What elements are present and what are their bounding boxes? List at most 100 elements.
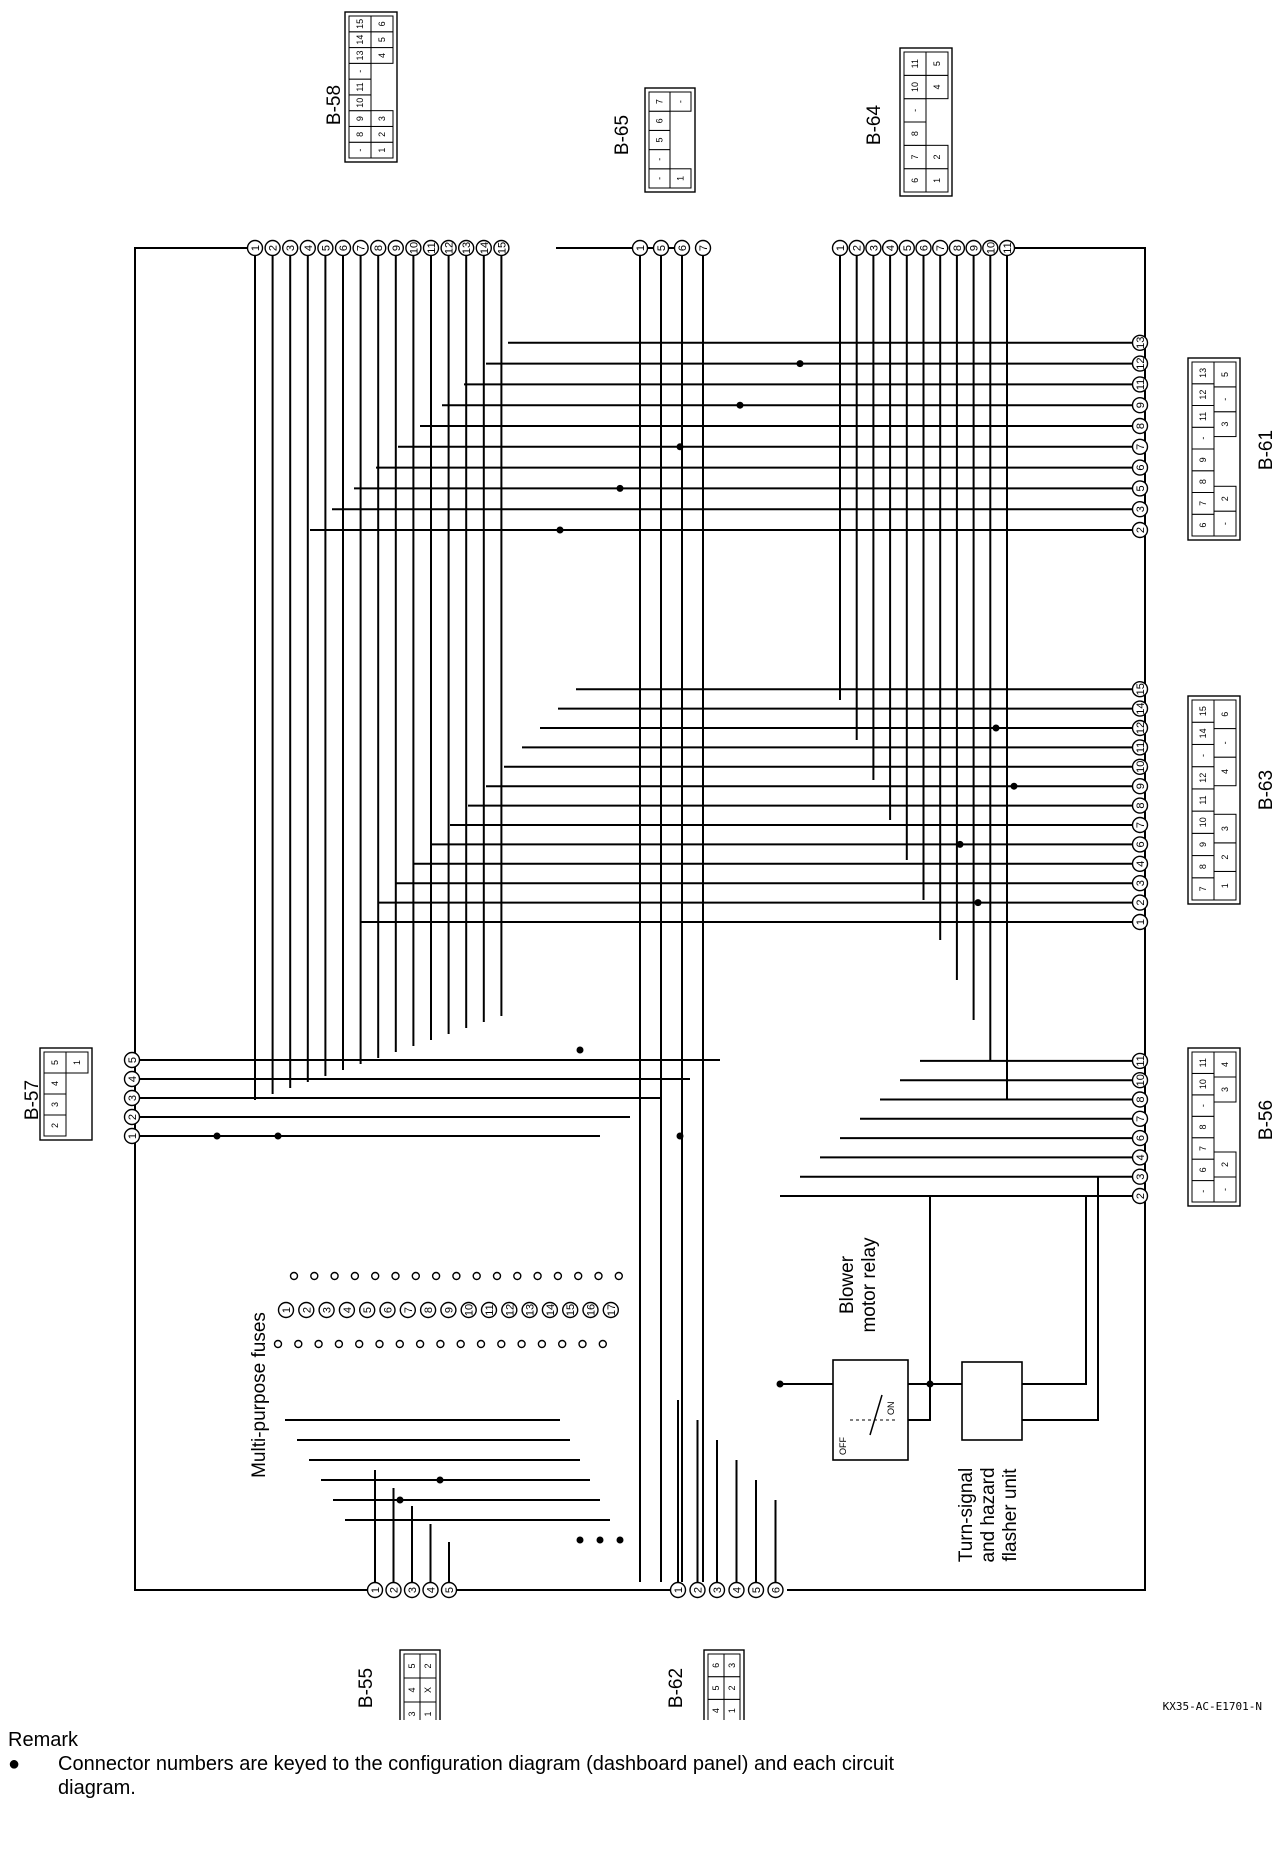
pinout-cell: 6 — [377, 21, 387, 26]
connector-pin: 5 — [123, 1051, 141, 1069]
fuse-number: 15 — [565, 1304, 577, 1316]
pin-number: 7 — [698, 245, 710, 251]
fuse: 4 — [334, 1271, 360, 1349]
pin-number: 2 — [1135, 900, 1147, 906]
fuse: 13 — [517, 1271, 542, 1349]
flasher-label-1: Turn-signal — [956, 1468, 977, 1562]
fuse: 1 — [273, 1271, 299, 1349]
pin-number: 1 — [127, 1133, 139, 1139]
fuse-number: 13 — [525, 1304, 537, 1316]
pinout-cell: 10 — [910, 82, 920, 92]
pin-number: 1 — [370, 1587, 382, 1593]
connector-label: B-61 — [1256, 430, 1277, 470]
pin-number: 9 — [969, 245, 981, 251]
pinout-cell: - — [1198, 1104, 1208, 1107]
flasher-label-2: and hazard — [978, 1467, 999, 1562]
connector-pin: 2 — [1131, 894, 1149, 911]
fuse-number: 12 — [504, 1304, 516, 1316]
fuse-number: 2 — [301, 1307, 313, 1313]
pinout-cell: 8 — [910, 131, 920, 136]
pinout-cell: 10 — [1198, 1079, 1208, 1089]
pinout-cell: 12 — [1198, 390, 1208, 400]
connector-label: B-64 — [864, 105, 885, 146]
pin-number: 8 — [1135, 423, 1147, 429]
pinout-cell: X — [423, 1687, 433, 1693]
pin-number: 8 — [1135, 803, 1147, 809]
pin-number: 12 — [1135, 357, 1147, 369]
pin-number: 11 — [426, 242, 438, 253]
connector-pin: 3 — [1131, 1168, 1149, 1185]
pinout-cell: 2 — [50, 1123, 60, 1128]
pin-number: 5 — [656, 245, 668, 251]
pinout-cell: 4 — [711, 1708, 721, 1713]
pin-number: 7 — [935, 245, 947, 251]
pinout-cell: 5 — [932, 61, 942, 66]
connector-label: B-65 — [612, 115, 633, 155]
pin-number: 12 — [1135, 722, 1147, 734]
fuse-number: 3 — [322, 1307, 334, 1313]
connector-pin: 12 — [1131, 719, 1149, 737]
pin-number: 10 — [1135, 761, 1147, 773]
pinout-cell: 1 — [423, 1711, 433, 1716]
pinout-cell: 11 — [1198, 412, 1208, 421]
pinout-cell: 11 — [910, 59, 920, 68]
connector-pin: 1 — [831, 239, 849, 257]
pinout-cell: 4 — [50, 1081, 60, 1086]
pinout-cell: 2 — [1220, 855, 1230, 860]
pin-number: 3 — [868, 245, 880, 251]
connector-pin: 1 — [123, 1127, 141, 1145]
pinout-cell: 13 — [1198, 368, 1208, 378]
connector-pin: 3 — [1131, 875, 1149, 892]
pinout-cell: 8 — [355, 132, 365, 137]
pinout-cell: 9 — [1198, 842, 1208, 847]
pin-number: 1 — [250, 245, 262, 251]
pinout-cell: 6 — [655, 118, 665, 123]
connector-label: B-63 — [1256, 770, 1277, 810]
pinout-cell: - — [655, 177, 665, 180]
fuse: 9 — [436, 1271, 461, 1349]
pin-number: 1 — [1135, 919, 1147, 925]
connector-pin: 13 — [1131, 334, 1149, 351]
remark-bullet: ● — [8, 1753, 21, 1775]
connector-pin: 6 — [334, 239, 352, 257]
pin-number: 2 — [1135, 1193, 1147, 1199]
pinout-cell: 6 — [1198, 1167, 1208, 1172]
connector-pin: 2 — [264, 239, 281, 257]
pinout-cell: 15 — [1198, 706, 1208, 716]
pin-number: 10 — [985, 242, 997, 254]
remark-text: Connector numbers are keyed to the confi… — [58, 1753, 895, 1799]
pin-number: 12 — [444, 242, 456, 254]
pinout-cell: 2 — [1220, 1162, 1230, 1167]
pin-number: 14 — [479, 242, 491, 254]
pinout-cell: 7 — [910, 154, 920, 159]
pinout-cell: 1 — [377, 148, 387, 153]
pin-number: 3 — [285, 245, 297, 251]
pinout-cell: 5 — [377, 37, 387, 42]
pin-number: 5 — [1135, 485, 1147, 491]
pin-number: 9 — [391, 245, 403, 251]
pin-number: 2 — [389, 1587, 401, 1593]
pinout-cell: 3 — [1220, 1087, 1230, 1092]
pinout-cell: 6 — [1198, 523, 1208, 528]
pinout-cell: 4 — [407, 1687, 417, 1692]
connector-pin: 11 — [998, 239, 1016, 257]
pinout-cell: 9 — [355, 116, 365, 121]
connector-pin: 8 — [1131, 417, 1149, 435]
connector-pin: 14 — [1131, 700, 1149, 717]
connector-pin: 7 — [1131, 438, 1149, 455]
pinout-cell: 3 — [1220, 422, 1230, 427]
connector-pin: 4 — [422, 1581, 439, 1599]
wiring-lines — [134, 247, 1146, 1591]
pin-number: 6 — [1135, 841, 1147, 847]
pin-number: 2 — [1135, 527, 1147, 533]
connector-pin: 9 — [387, 239, 404, 257]
connector-pin: 7 — [694, 239, 712, 257]
pinout-cell: - — [655, 158, 665, 161]
connector-pin: 3 — [865, 239, 882, 257]
